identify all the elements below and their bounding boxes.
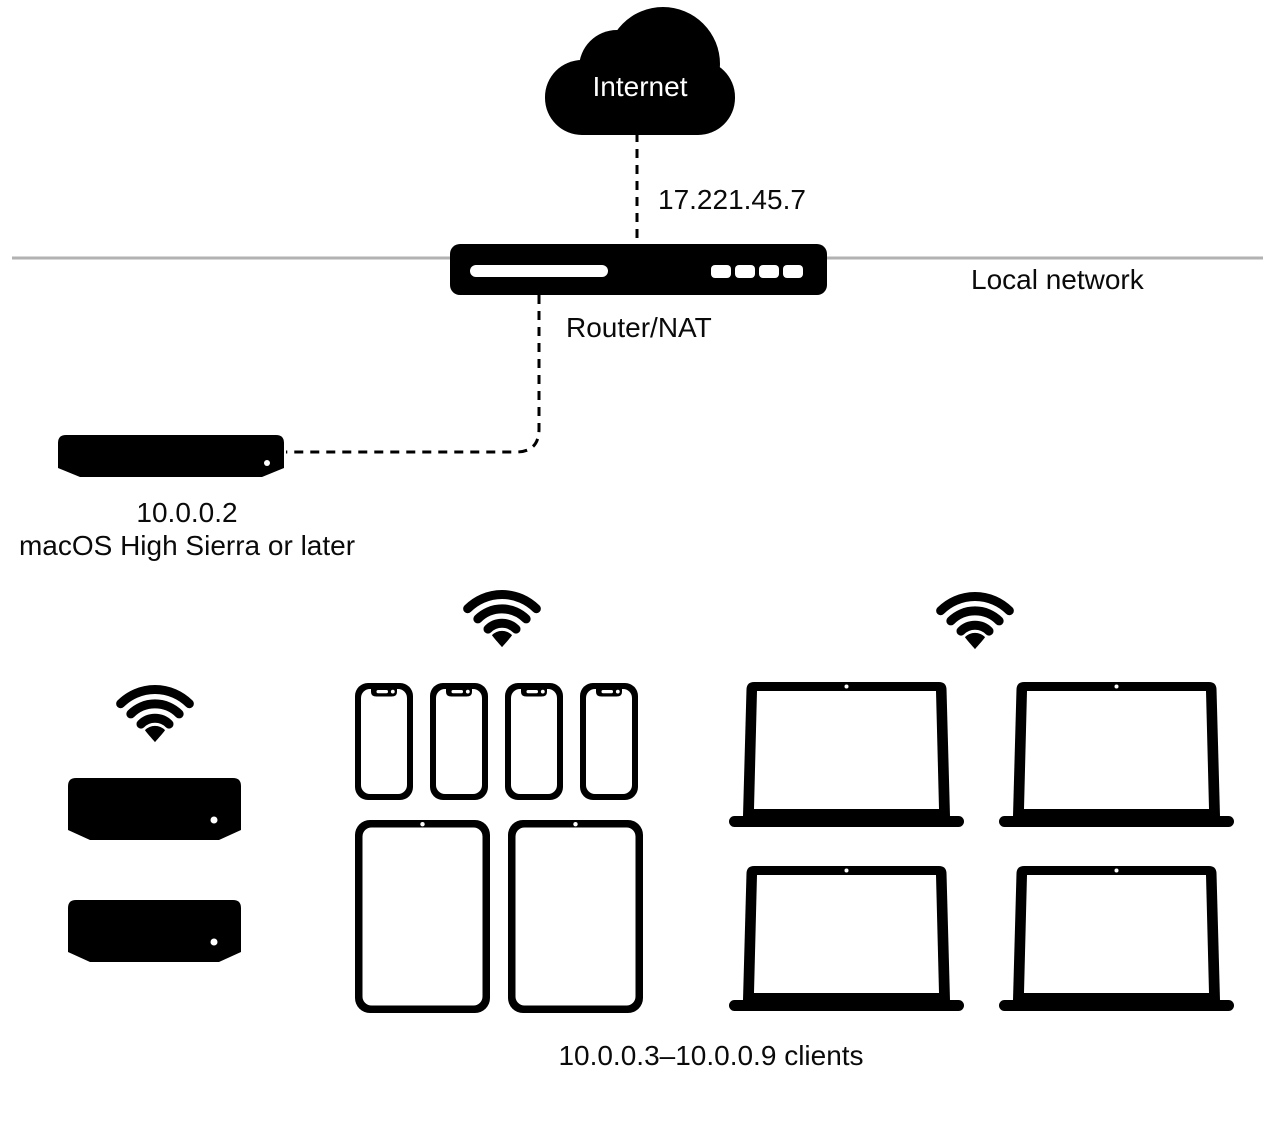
iphone-client-icon xyxy=(355,683,413,800)
router-icon xyxy=(450,244,827,295)
server-ip-label: 10.0.0.2 xyxy=(136,497,238,528)
wan-ip-label: 17.221.45.7 xyxy=(658,184,806,215)
iphone-client-icon xyxy=(580,683,638,800)
server-os-label: macOS High Sierra or later xyxy=(18,530,356,561)
wifi-icon-mobile-group xyxy=(468,595,537,648)
macbook-client-icon xyxy=(729,866,964,1011)
macbook-client-icon xyxy=(999,866,1234,1011)
internet-cloud-icon xyxy=(545,7,735,135)
lan-dashed-link xyxy=(286,295,541,454)
ipad-client-icon xyxy=(355,820,490,1013)
local-network-label: Local network xyxy=(971,264,1144,295)
mac-mini-client-icon xyxy=(68,900,241,962)
ipad-client-icon xyxy=(508,820,643,1013)
mac-mini-client-icon xyxy=(68,778,241,840)
iphone-client-icon xyxy=(430,683,488,800)
internet-label: Internet xyxy=(592,71,688,102)
router-label: Router/NAT xyxy=(566,312,712,343)
macbook-client-icon xyxy=(729,682,964,827)
macbook-client-icon xyxy=(999,682,1234,827)
clients-range-label: 10.0.0.3–10.0.0.9 clients xyxy=(558,1040,864,1071)
server-mac-mini-icon xyxy=(58,435,284,477)
wifi-icon-mac-mini-group xyxy=(121,690,190,743)
iphone-client-icon xyxy=(505,683,563,800)
wifi-icon-laptop-group xyxy=(941,597,1010,650)
